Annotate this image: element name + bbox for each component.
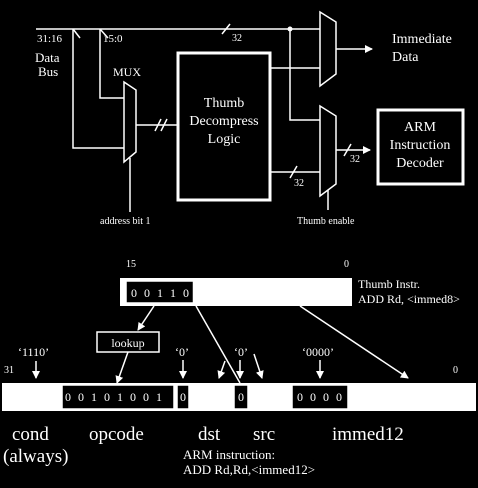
field-cond: cond bbox=[12, 424, 49, 445]
arm-bit: 1 bbox=[156, 390, 162, 404]
thumb-logic-label-line1: Thumb bbox=[204, 96, 244, 111]
field-cond-always: (always) bbox=[3, 446, 68, 467]
thumb-bit: 1 bbox=[157, 286, 163, 300]
arm-output-mux bbox=[319, 104, 337, 198]
arm-bit: 0 bbox=[297, 390, 303, 404]
thumb-bit-15: 15 bbox=[126, 259, 136, 270]
immediate-data-label-line1: Immediate bbox=[392, 32, 452, 47]
arm-bit: 1 bbox=[91, 390, 97, 404]
arm-bit: 0 bbox=[104, 390, 110, 404]
arm-immed-bits: 0 0 0 0 bbox=[297, 390, 342, 404]
thumb-bit-0: 0 bbox=[344, 259, 349, 270]
arm-src-bit: 0 bbox=[238, 390, 244, 404]
thumb-bit: 0 bbox=[144, 286, 150, 300]
bus-width-mid: 32 bbox=[350, 154, 360, 165]
arm-bit: 0 bbox=[143, 390, 149, 404]
arm-instruction-decoder-box bbox=[376, 108, 465, 186]
thumb-bit: 0 bbox=[183, 286, 189, 300]
thumb-decompress-logic-box bbox=[176, 51, 272, 202]
field-dst: dst bbox=[198, 424, 221, 445]
thumb-bit: 1 bbox=[170, 286, 176, 300]
arm-bit-31: 31 bbox=[4, 365, 14, 376]
arm-bit: 0 bbox=[65, 390, 71, 404]
bus-label-high: 31:16 bbox=[37, 33, 63, 45]
thumb-instr-syntax: ADD Rd, <immed8> bbox=[358, 292, 460, 306]
arm-bit: 0 bbox=[130, 390, 136, 404]
input-mux bbox=[123, 80, 137, 164]
address-bit-label: address bit 1 bbox=[100, 216, 151, 227]
src-constant: ‘0’ bbox=[234, 345, 248, 359]
arm-bit: 0 bbox=[78, 390, 84, 404]
arm-decoder-label-line2: Instruction bbox=[390, 138, 451, 153]
arm-src-field bbox=[233, 384, 249, 410]
arm-instruction-syntax: ADD Rd,Rd,<immed12> bbox=[183, 462, 315, 477]
arm-bit: 0 bbox=[323, 390, 329, 404]
dst-constant: ‘0’ bbox=[175, 345, 189, 359]
data-bus-label-line2: Bus bbox=[38, 64, 58, 79]
arm-bit: 0 bbox=[310, 390, 316, 404]
arm-dst-bit: 0 bbox=[180, 390, 186, 404]
arm-bit: 1 bbox=[117, 390, 123, 404]
lookup-label: lookup bbox=[111, 336, 144, 350]
arm-instruction-caption: ARM instruction: bbox=[183, 447, 275, 462]
bus-width-top: 32 bbox=[232, 33, 242, 44]
bus-label-low: 15:0 bbox=[103, 33, 123, 45]
bus-width-low: 32 bbox=[294, 178, 304, 189]
immediate-data-label-line2: Data bbox=[392, 50, 419, 65]
field-src: src bbox=[253, 424, 275, 445]
immed-constant: ‘0000’ bbox=[302, 345, 334, 359]
field-immed12: immed12 bbox=[332, 424, 404, 445]
arm-opcode-bits: 0 0 1 0 1 0 0 1 bbox=[65, 390, 162, 404]
immediate-output-mux bbox=[319, 10, 337, 88]
thumb-instr-label: Thumb Instr. bbox=[358, 277, 420, 291]
thumb-enable-label: Thumb enable bbox=[297, 216, 355, 227]
thumb-opcode-bits: 0 0 1 1 0 bbox=[131, 286, 189, 300]
data-bus-label-line1: Data bbox=[35, 50, 60, 65]
thumb-logic-label-line3: Logic bbox=[208, 132, 241, 147]
thumb-bit: 0 bbox=[131, 286, 137, 300]
thumb-logic-label-line2: Decompress bbox=[189, 114, 258, 129]
arm-immed-field bbox=[291, 384, 349, 410]
cond-constant: ‘1110’ bbox=[18, 345, 49, 359]
field-opcode: opcode bbox=[89, 424, 144, 445]
arm-decoder-label-line3: Decoder bbox=[396, 156, 444, 171]
data-bus-wires bbox=[36, 28, 320, 149]
arm-bit: 0 bbox=[336, 390, 342, 404]
arm-bit-0: 0 bbox=[453, 365, 458, 376]
arm-dst-field bbox=[176, 384, 190, 410]
arm-decoder-label-line1: ARM bbox=[404, 120, 436, 135]
mux-label: MUX bbox=[113, 65, 141, 79]
